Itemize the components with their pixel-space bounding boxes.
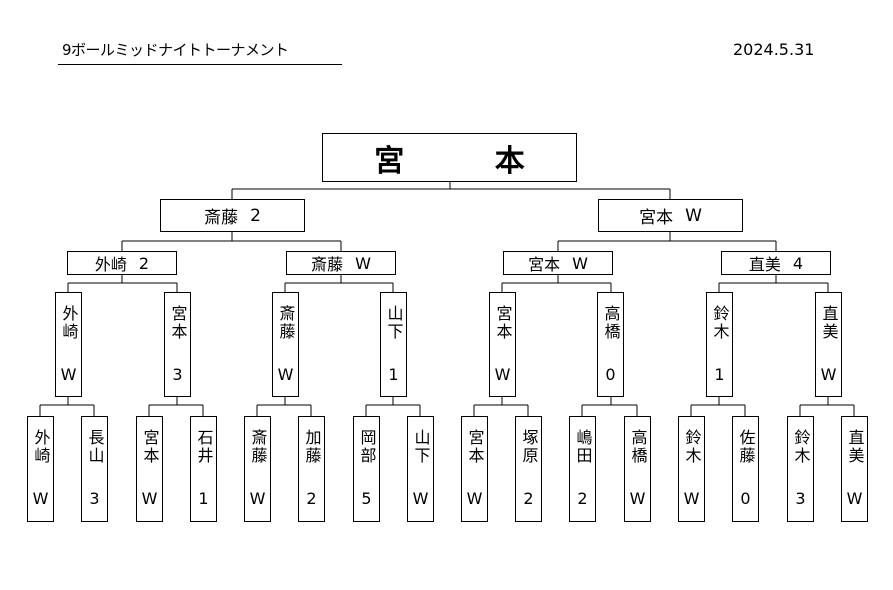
player-score: 0 [740,489,751,508]
quarterfinal-box-2: 宮本 3 [164,292,191,397]
player-name: 斎藤 [276,305,296,341]
player-name: 宮本 [465,429,485,465]
first-round-box-12: 高橋 W [624,416,651,522]
player-name: 高橋 [628,429,648,465]
player-score: W [355,253,371,273]
semifinal-box-1: 外崎 2 [67,251,177,275]
player-name: 外崎 [94,255,127,274]
player-name: 直美 [819,305,839,341]
player-score: 0 [605,365,616,384]
player-score: W [277,365,294,384]
player-name: 塚原 [519,429,539,465]
champion-box: 宮 本 [322,133,577,182]
first-round-box-2: 長山 3 [81,416,108,522]
semifinal-box-4: 直美 4 [721,251,831,275]
first-round-box-14: 佐藤 0 [732,416,759,522]
first-round-box-11: 嶋田 2 [569,416,596,522]
player-score: W [249,489,266,508]
first-round-box-15: 鈴木 3 [787,416,814,522]
quarterfinal-box-3: 斎藤 W [272,292,299,397]
first-round-box-10: 塚原 2 [515,416,542,522]
player-name: 外崎 [59,305,79,341]
player-name: 宮本 [140,429,160,465]
player-name: 佐藤 [736,429,756,465]
final-box-right: 宮本 W [598,199,743,232]
player-name: 宮本 [639,208,674,228]
player-name: 岡部 [357,429,377,465]
player-score: W [846,489,863,508]
semifinal-box-2: 斎藤 W [286,251,396,275]
quarterfinal-box-1: 外崎 W [55,292,82,397]
player-score: W [572,253,588,273]
quarterfinal-box-8: 直美 W [815,292,842,397]
player-name: 斎藤 [311,255,344,274]
player-score: W [494,365,511,384]
player-name: 直美 [748,255,781,274]
player-score: 2 [577,489,588,508]
player-score: 4 [792,253,804,273]
player-score: 1 [198,489,209,508]
quarterfinal-box-7: 鈴木 1 [706,292,733,397]
first-round-box-4: 石井 1 [190,416,217,522]
player-name: 長山 [85,429,105,465]
quarterfinal-box-5: 宮本 W [489,292,516,397]
player-name: 宮本 [528,255,561,274]
player-score: W [683,489,700,508]
player-name: 宮本 [168,305,188,341]
semifinal-box-3: 宮本 W [503,251,613,275]
player-score: W [32,489,49,508]
tournament-title: 9ボールミッドナイトトーナメント [62,41,289,59]
final-box-left: 斎藤 2 [160,199,305,232]
player-score: 2 [250,205,261,226]
first-round-box-1: 外崎 W [27,416,54,522]
player-score: W [629,489,646,508]
player-name: 鈴木 [682,429,702,465]
title-underline [58,64,342,65]
tournament-date: 2024.5.31 [733,40,815,59]
player-score: 2 [138,253,150,273]
player-name: 斎藤 [204,208,239,228]
player-score: W [685,205,702,226]
player-name: 山下 [384,305,404,341]
first-round-box-9: 宮本 W [461,416,488,522]
quarterfinal-box-6: 高橋 0 [597,292,624,397]
player-score: W [466,489,483,508]
first-round-box-7: 岡部 5 [353,416,380,522]
first-round-box-5: 斎藤 W [244,416,271,522]
player-score: W [412,489,429,508]
first-round-box-8: 山下 W [407,416,434,522]
player-score: 3 [172,365,183,384]
player-name: 外崎 [31,429,51,465]
first-round-box-3: 宮本 W [136,416,163,522]
player-score: 1 [388,365,399,384]
player-score: 1 [714,365,725,384]
quarterfinal-box-4: 山下 1 [380,292,407,397]
champion-name: 宮 本 [374,143,565,179]
player-name: 高橋 [601,305,621,341]
first-round-box-16: 直美 W [841,416,868,522]
player-name: 加藤 [302,429,322,465]
player-score: 3 [795,489,806,508]
player-score: 3 [89,489,100,508]
player-name: 鈴木 [791,429,811,465]
player-name: 嶋田 [573,429,593,465]
player-name: 直美 [845,429,865,465]
player-name: 鈴木 [710,305,730,341]
player-score: 2 [306,489,317,508]
player-score: W [820,365,837,384]
player-score: 5 [361,489,372,508]
player-score: W [60,365,77,384]
first-round-box-6: 加藤 2 [298,416,325,522]
player-name: 山下 [411,429,431,465]
player-score: W [141,489,158,508]
player-name: 石井 [194,429,214,465]
player-score: 2 [523,489,534,508]
player-name: 斎藤 [248,429,268,465]
player-name: 宮本 [493,305,513,341]
first-round-box-13: 鈴木 W [678,416,705,522]
